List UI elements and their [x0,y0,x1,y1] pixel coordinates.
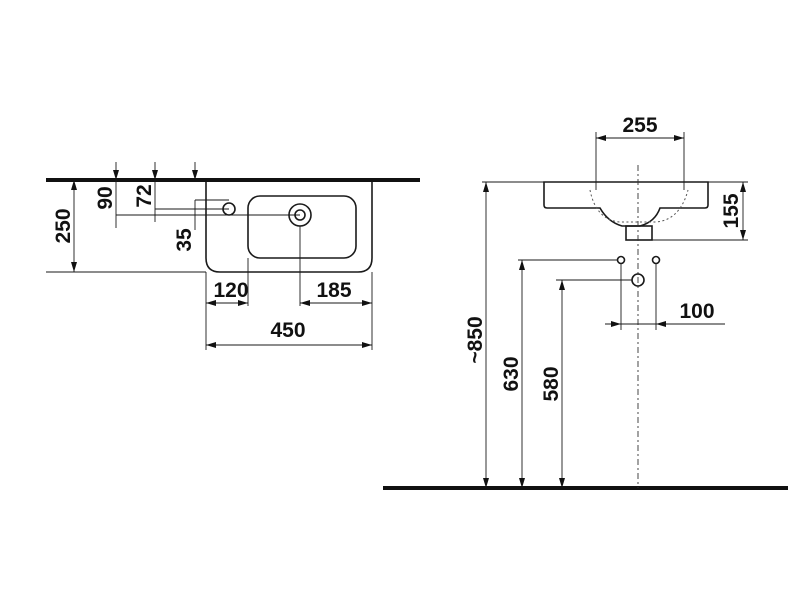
dim-630: 630 [500,356,523,391]
arrow [674,135,684,141]
arrow [192,170,198,180]
arrow [300,300,310,306]
side-view: 255 155 ~850 630 580 [383,114,788,490]
arrow [596,135,606,141]
inlet-right [651,255,661,265]
arrow [611,321,621,327]
dim-450: 450 [270,319,305,342]
arrow [362,300,372,306]
dim-72: 72 [133,184,156,207]
dim-580: 580 [540,366,563,401]
arrow [206,300,216,306]
arrow [559,478,565,488]
arrow [71,180,77,190]
arrow [483,182,489,192]
dim-850: ~850 [464,316,487,363]
dim-120: 120 [213,279,248,302]
arrow [152,170,158,180]
arrow [71,262,77,272]
bowl-outline-top [247,195,357,259]
arrow [206,342,216,348]
arrow [113,170,119,180]
bowl-hidden-line [589,189,689,223]
dim-100: 100 [679,300,714,323]
arrow [559,280,565,290]
dim-155: 155 [720,193,743,228]
arrow [483,478,489,488]
arrow [656,321,666,327]
arrow [740,182,746,192]
arrow [238,300,248,306]
arrow [740,230,746,240]
basin-outline-top [205,182,373,273]
top-view: 250 90 72 35 120 185 450 [46,162,420,350]
arrow [519,260,525,270]
dim-255: 255 [622,114,657,137]
inlet-left [616,255,626,265]
waste-stub [625,225,653,241]
dim-35: 35 [173,228,196,252]
dim-185: 185 [316,279,351,302]
dim-250: 250 [52,208,75,243]
arrow [362,342,372,348]
arrow [519,478,525,488]
dim-90: 90 [94,186,117,209]
basin-outline-side [543,181,709,227]
